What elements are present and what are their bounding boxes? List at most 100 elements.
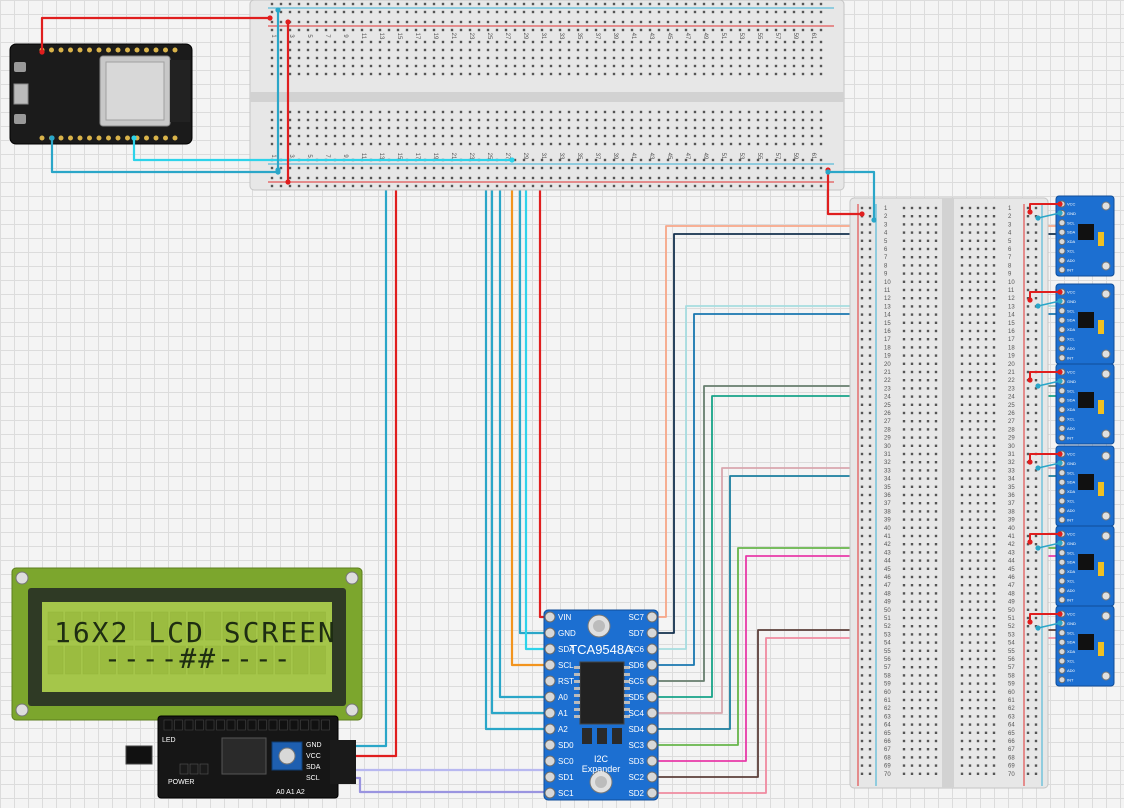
- sensor-pin-label: INT: [1067, 267, 1074, 272]
- breadboard-hole: [934, 280, 938, 283]
- sensor-pin: [1058, 497, 1066, 505]
- breadboard-hole: [720, 10, 724, 14]
- breadboard-hole: [522, 56, 526, 60]
- breadboard-hole: [910, 461, 914, 464]
- breadboard-hole: [360, 2, 364, 6]
- breadboard-hole: [934, 469, 938, 472]
- breadboard-hole: [918, 215, 922, 218]
- lcd-mount-hole: [345, 703, 359, 717]
- breadboard-hole: [934, 707, 938, 710]
- breadboard-hole: [968, 666, 972, 669]
- sensor-mount-hole: [1101, 611, 1111, 621]
- breadboard-row-number: 25: [1008, 403, 1015, 409]
- led-jumper[interactable]: [125, 745, 153, 765]
- breadboard-hole: [792, 40, 796, 44]
- breadboard-hole: [902, 346, 906, 349]
- breadboard-hole: [297, 134, 301, 138]
- breadboard-hole: [934, 666, 938, 669]
- breadboard-hole: [756, 2, 760, 6]
- breadboard-hole: [495, 142, 499, 146]
- breadboard-hole: [369, 184, 373, 188]
- breadboard-hole: [860, 272, 864, 275]
- breadboard-hole: [992, 600, 996, 603]
- breadboard-hole: [910, 616, 914, 620]
- breadboard-hole: [711, 184, 715, 188]
- backpack-pin-vcc: VCC: [306, 753, 321, 760]
- breadboard-hole: [738, 158, 742, 162]
- breadboard-hole: [976, 657, 980, 661]
- breadboard-hole: [902, 338, 906, 341]
- breadboard-hole: [765, 166, 769, 170]
- breadboard-hole: [495, 72, 499, 76]
- breadboard-hole: [675, 184, 679, 188]
- breadboard-hole: [792, 166, 796, 170]
- breadboard-hole: [984, 575, 988, 579]
- breadboard-hole: [603, 56, 607, 60]
- breadboard-hole: [585, 10, 589, 14]
- breadboard-hole: [315, 72, 319, 76]
- boot-button[interactable]: [14, 62, 26, 72]
- breadboard-hole: [902, 411, 906, 415]
- breadboard-hole: [910, 649, 914, 652]
- breadboard-hole: [360, 142, 364, 146]
- breadboard-hole: [968, 723, 972, 726]
- breadboard-hole: [1034, 584, 1038, 587]
- reset-button[interactable]: [14, 114, 26, 124]
- breadboard-hole: [976, 215, 980, 218]
- breadboard-hole: [324, 2, 328, 6]
- breadboard-hole: [783, 28, 787, 32]
- expander-right-pin: [646, 611, 658, 623]
- breadboard-hole: [774, 134, 778, 138]
- breadboard-hole: [306, 72, 310, 76]
- breadboard-hole: [414, 166, 418, 170]
- esp32-pin: [49, 47, 54, 53]
- breadboard-hole: [1034, 731, 1038, 734]
- breadboard-hole: [684, 184, 688, 188]
- breadboard-hole: [1034, 649, 1038, 652]
- breadboard-hole: [968, 518, 972, 521]
- breadboard-hole: [976, 641, 980, 644]
- breadboard-hole: [468, 20, 472, 24]
- breadboard-hole: [693, 118, 697, 122]
- breadboard-hole: [976, 461, 980, 464]
- potentiometer-knob[interactable]: [278, 747, 296, 765]
- breadboard-hole: [585, 166, 589, 170]
- breadboard-hole: [279, 20, 283, 24]
- breadboard-hole: [792, 28, 796, 32]
- wire-end: [1027, 377, 1033, 383]
- esp32-pin: [144, 47, 149, 53]
- breadboard-hole: [486, 118, 490, 122]
- breadboard-hole: [270, 126, 274, 130]
- breadboard-hole: [868, 313, 872, 316]
- breadboard-hole: [926, 247, 930, 251]
- breadboard-hole: [684, 126, 688, 130]
- wire-end: [1027, 459, 1033, 465]
- breadboard-hole: [976, 739, 980, 743]
- breadboard-hole: [992, 551, 996, 554]
- breadboard-row-number: 2: [884, 214, 888, 220]
- breadboard-hole: [1034, 518, 1038, 521]
- breadboard-hole: [926, 600, 930, 603]
- breadboard-hole: [902, 469, 906, 472]
- breadboard-hole: [657, 64, 661, 68]
- breadboard-hole: [558, 10, 562, 14]
- breadboard-hole: [432, 166, 436, 170]
- sensor-pin: [1058, 516, 1066, 524]
- esp32-pin: [106, 135, 111, 141]
- breadboard-hole: [960, 215, 964, 218]
- breadboard-hole: [495, 10, 499, 14]
- breadboard-hole: [968, 567, 972, 570]
- breadboard-hole: [666, 48, 670, 52]
- breadboard-hole: [984, 231, 988, 234]
- breadboard-hole: [992, 723, 996, 726]
- breadboard-hole: [324, 134, 328, 138]
- header-pin: [216, 719, 225, 731]
- breadboard-hole: [333, 64, 337, 68]
- breadboard-row-number: 58: [884, 673, 891, 679]
- breadboard-hole: [860, 420, 864, 423]
- breadboard-hole: [441, 48, 445, 52]
- breadboard-hole: [1034, 338, 1038, 341]
- breadboard-hole: [968, 764, 972, 767]
- breadboard-hole: [960, 461, 964, 464]
